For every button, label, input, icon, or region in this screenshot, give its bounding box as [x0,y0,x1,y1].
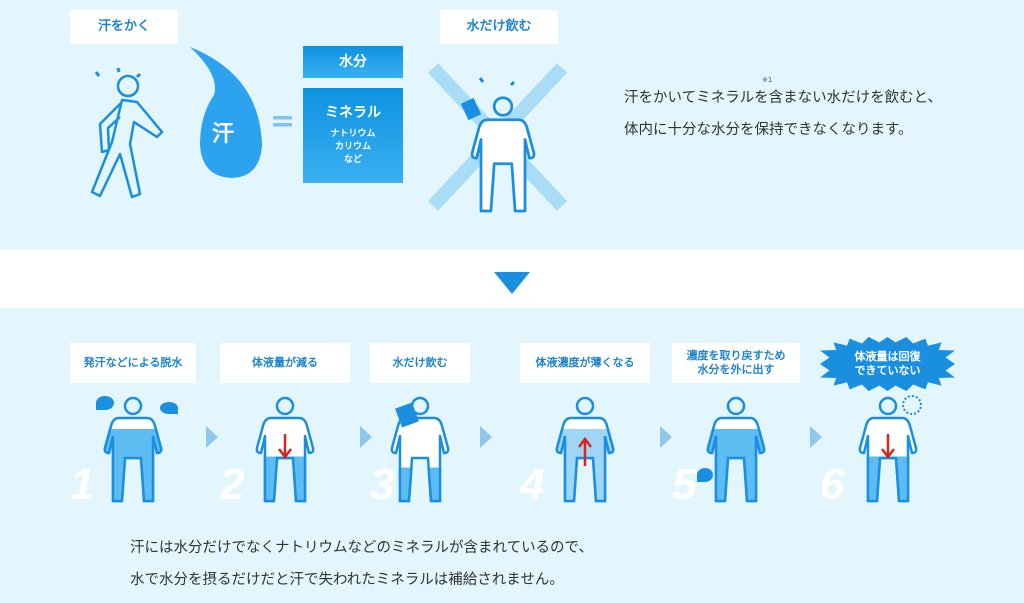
bottom-text-line1: 汗には水分だけでなくナトリウムなどのミネラルが含まれているので、 [130,540,593,556]
step-label: 発汗などによる脱水 [70,343,196,383]
top-text-line2: 体内に十分な水分を保持できなくなります。 [624,122,913,138]
body-fluid-figure-icon [390,396,450,503]
step-label: 水だけ飲む [370,343,470,383]
step-number: 6 [820,460,845,509]
next-step-chevron-icon [810,426,822,448]
next-step-chevron-icon [206,426,218,448]
step-number: 1 [70,460,95,509]
water-box: 水分 [303,46,403,78]
next-step-chevron-icon [360,426,372,448]
step-number: 4 [520,460,545,509]
body-fluid-figure-icon [555,396,615,503]
mineral-item: カリウム [334,142,371,152]
thought-cloud-icon [902,395,922,415]
step-label: 濃度を取り戻すため 水分を外に出す [672,343,800,383]
step-label: 体液量が減る [220,343,350,383]
sweat-splash-icon [96,396,114,410]
mineral-box: ミネラル ナトリウム カリウム など [303,88,403,183]
down-arrow-icon [494,272,530,294]
bottom-text: 汗には水分だけでなくナトリウムなどのミネラルが含まれているので、 水で水分を摂る… [130,532,593,596]
mineral-title: ミネラル [325,105,381,121]
footnote-mark: ※1 [762,76,773,84]
person-drinking-water-icon [460,77,536,213]
mineral-item: ナトリウム [330,129,376,139]
up-arrow-icon [578,436,592,466]
top-text-line1: 汗をかいてミネラルを含まない水だけを飲むと、 [624,90,942,106]
step-label: 体液量は回復 できていない [820,337,955,391]
step-number: 2 [220,460,245,509]
body-fluid-figure-icon [103,396,163,503]
step-number: 3 [370,460,395,509]
next-step-chevron-icon [660,426,672,448]
sweat-drop-icon [190,47,262,178]
label-sweat: 汗をかく [70,10,178,44]
label-water-only: 水だけ飲む [440,10,558,44]
step-number: 5 [672,460,697,509]
equals-sign: = [270,104,296,139]
down-arrow-icon [880,434,895,460]
walking-person-icon [90,67,164,199]
body-fluid-figure-icon [706,396,766,503]
drop-label: 汗 [212,122,235,147]
down-arrow-icon [278,434,292,460]
body-fluid-figure-icon [255,396,315,503]
sweat-splash-icon [160,402,178,414]
water-out-icon [697,468,713,482]
step-label: 体液濃度が薄くなる [520,343,650,383]
bottom-text-line2: 水で水分を摂るだけだと汗で失われたミネラルは補給されません。 [130,572,564,588]
top-text: 汗をかいてミネラルを含まない水だけを飲むと、 体内に十分な水分を保持できなくなり… [624,82,942,146]
mineral-item: など [343,155,362,165]
body-fluid-figure-icon [858,396,918,503]
next-step-chevron-icon [480,426,492,448]
